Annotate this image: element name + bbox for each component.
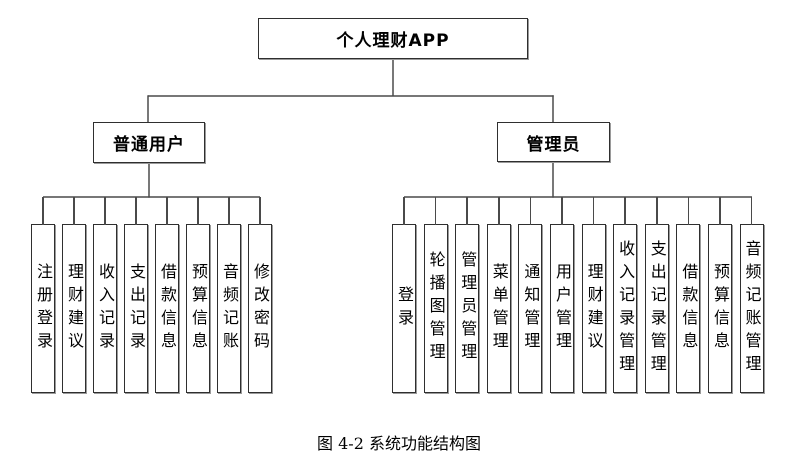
node-normal-user-label: 普通用户	[113, 135, 185, 155]
admin-children-row: 登录 轮播图管理 管理员管理 菜单管理 通知管理 用户管理 理财建议 收入记录管…	[392, 197, 764, 393]
figure-caption: 图 4-2 系统功能结构图	[317, 434, 481, 453]
leaf-carousel-management: 轮播图管理	[423, 197, 448, 393]
node-admin-label: 管理员	[526, 134, 581, 155]
leaf-user-management: 用户管理	[549, 197, 574, 393]
user-children-row: 注册登录 理财建议 收入记录 支出记录 借款信息 预算信息 音频记账 修改密码	[31, 197, 272, 393]
leaf-finance-advice: 理财建议	[62, 197, 86, 393]
leaf-finance-advice-admin: 理财建议	[581, 197, 606, 393]
leaf-income-record: 收入记录	[93, 197, 117, 393]
node-branch-admin: 管理员	[497, 122, 610, 162]
leaf-register-login: 注册登录	[31, 197, 55, 393]
leaf-expense-record-mgmt: 支出记录管理	[644, 197, 669, 393]
leaf-budget-info: 预算信息	[186, 197, 210, 393]
node-root-app: 个人理财APP	[258, 18, 528, 59]
leaf-income-record-mgmt: 收入记录管理	[613, 197, 638, 393]
leaf-notice-management: 通知管理	[518, 197, 543, 393]
node-branch-normal-user: 普通用户	[93, 122, 205, 163]
leaf-menu-management: 菜单管理	[486, 197, 511, 393]
leaf-budget-info-admin: 预算信息	[707, 197, 732, 393]
leaf-login: 登录	[392, 197, 416, 393]
node-root-label: 个人理财APP	[336, 31, 450, 51]
leaf-expense-record: 支出记录	[124, 197, 148, 393]
leaf-change-password: 修改密码	[248, 197, 272, 393]
leaf-audio-bookkeeping-mgmt: 音频记账管理	[739, 197, 764, 393]
leaf-loan-info-admin: 借款信息	[676, 197, 701, 393]
leaf-loan-info: 借款信息	[155, 197, 179, 393]
leaf-admin-management: 管理员管理	[455, 197, 480, 393]
leaf-audio-bookkeeping: 音频记账	[217, 197, 241, 393]
